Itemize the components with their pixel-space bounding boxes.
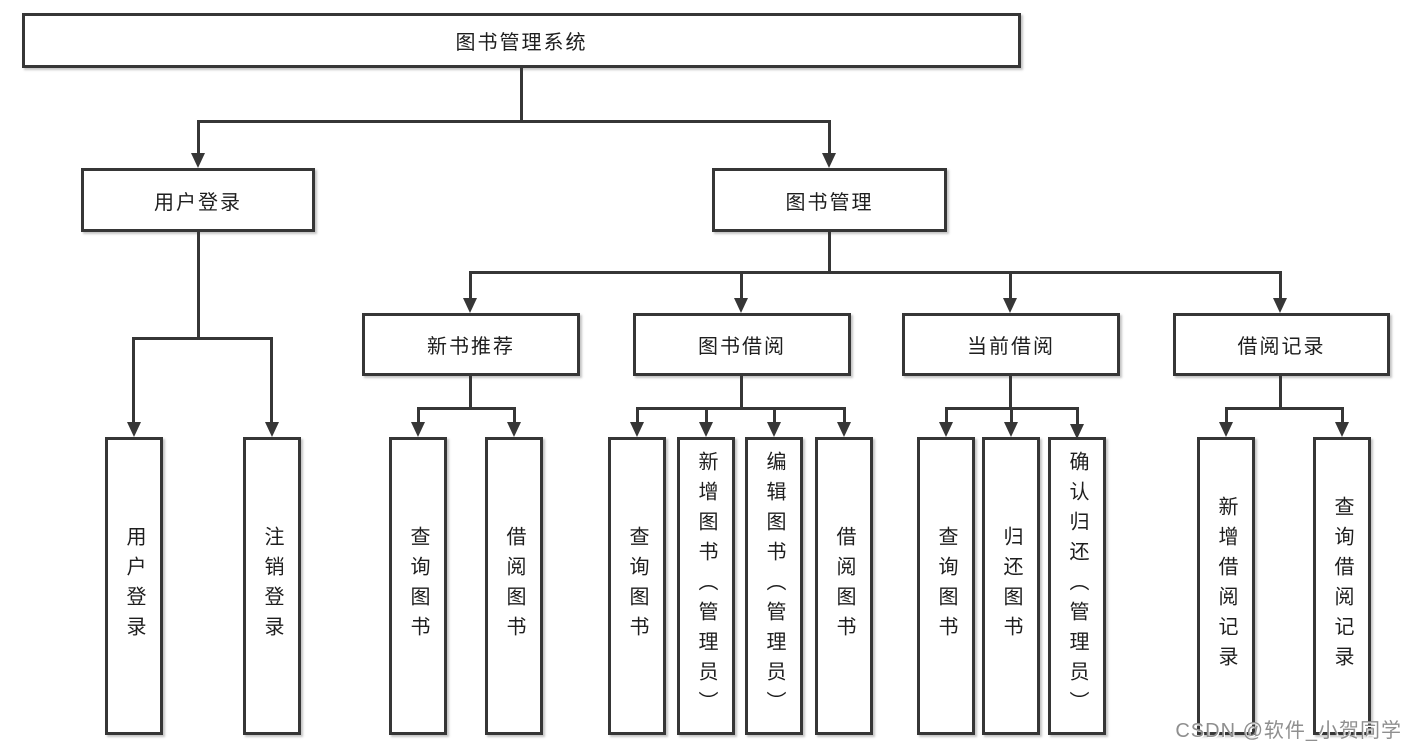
arrowhead-down-icon [1004, 422, 1018, 437]
edge-stem-leaf [945, 407, 948, 425]
leaf-recommend-borrow-book-label: 借阅图书 [503, 526, 525, 646]
arrowhead-down-icon [939, 422, 953, 437]
edge-new-book-rec-rail [417, 407, 516, 410]
edge-stem-book-borrow [740, 271, 743, 301]
leaf-user-login-label: 用户登录 [123, 526, 145, 646]
edge-root-stub [520, 68, 523, 120]
arrowhead-down-icon [463, 298, 477, 313]
leaf-record-add-label: 新增借阅记录 [1215, 496, 1237, 676]
edge-borrow-record-rail [1225, 407, 1344, 410]
leaf-borrow-edit-book-admin: 编辑图书（管理员） [745, 437, 803, 735]
arrowhead-down-icon [1219, 422, 1233, 437]
edge-stem-leaf [1010, 407, 1013, 425]
edge-book-borrow-rail [636, 407, 846, 410]
arrowhead-down-icon [1003, 298, 1017, 313]
edge-stem-leaf [1076, 407, 1079, 425]
arrowhead-down-icon [837, 422, 851, 437]
edge-stem-leaf [773, 407, 776, 425]
node-root: 图书管理系统 [22, 13, 1021, 68]
leaf-recommend-query-book-label: 查询图书 [407, 526, 429, 646]
edge-level3-rail [469, 271, 1282, 274]
edge-stem-current-borrow [1009, 271, 1012, 301]
node-new-book-recommend: 新书推荐 [362, 313, 580, 376]
arrowhead-down-icon [265, 422, 279, 437]
edge-stem-user-login [197, 120, 200, 158]
leaf-logout-label: 注销登录 [261, 526, 283, 646]
edge-stem-leaf [843, 407, 846, 425]
leaf-current-confirm-return-admin-label: 确认归还（管理员） [1066, 451, 1088, 721]
edge-user-login-stub [197, 232, 200, 337]
node-book-management: 图书管理 [712, 168, 947, 232]
leaf-borrow-edit-book-admin-label: 编辑图书（管理员） [763, 451, 785, 721]
edge-stem-leaf [705, 407, 708, 425]
leaf-borrow-add-book-admin: 新增图书（管理员） [677, 437, 735, 735]
edge-stem-leaf [417, 407, 420, 425]
leaf-borrow-add-book-admin-label: 新增图书（管理员） [695, 451, 717, 721]
arrowhead-down-icon [127, 422, 141, 437]
edge-stem-borrow-record [1279, 271, 1282, 301]
csdn-watermark: CSDN @软件_小贺同学 [1175, 720, 1402, 742]
leaf-borrow-query-book-label: 查询图书 [626, 526, 648, 646]
leaf-current-confirm-return-admin: 确认归还（管理员） [1048, 437, 1106, 735]
edge-new-book-rec-stub [469, 376, 472, 407]
edge-book-borrow-stub [740, 376, 743, 407]
leaf-current-return-book: 归还图书 [982, 437, 1040, 735]
leaf-current-query-book-label: 查询图书 [935, 526, 957, 646]
leaf-current-query-book: 查询图书 [917, 437, 975, 735]
arrowhead-down-icon [699, 422, 713, 437]
arrowhead-down-icon [507, 422, 521, 437]
edge-user-login-rail [132, 337, 273, 340]
edge-level2-rail [197, 120, 831, 123]
node-book-borrow: 图书借阅 [633, 313, 851, 376]
edge-stem-leaf [1225, 407, 1228, 425]
leaf-user-login: 用户登录 [105, 437, 163, 735]
leaf-current-return-book-label: 归还图书 [1000, 526, 1022, 646]
edge-stem-new-book-rec [469, 271, 472, 301]
edge-stem-leaf [636, 407, 639, 425]
arrowhead-down-icon [191, 153, 205, 168]
edge-current-borrow-stub [1009, 376, 1012, 407]
arrowhead-down-icon [630, 422, 644, 437]
edge-stem-leaf [1341, 407, 1344, 425]
node-current-borrow: 当前借阅 [902, 313, 1120, 376]
leaf-recommend-query-book: 查询图书 [389, 437, 447, 735]
edge-book-mgmt-stub [828, 232, 831, 271]
node-borrow-record: 借阅记录 [1173, 313, 1390, 376]
leaf-borrow-query-book: 查询图书 [608, 437, 666, 735]
arrowhead-down-icon [1070, 424, 1084, 439]
leaf-record-add: 新增借阅记录 [1197, 437, 1255, 735]
arrowhead-down-icon [1335, 422, 1349, 437]
edge-borrow-record-stub [1279, 376, 1282, 407]
leaf-recommend-borrow-book: 借阅图书 [485, 437, 543, 735]
edge-stem-leaf-logout [270, 337, 273, 425]
leaf-record-query-label: 查询借阅记录 [1331, 496, 1353, 676]
edge-stem-book-mgmt [828, 120, 831, 158]
arrowhead-down-icon [411, 422, 425, 437]
node-user-login: 用户登录 [81, 168, 315, 232]
arrowhead-down-icon [822, 153, 836, 168]
arrowhead-down-icon [767, 422, 781, 437]
leaf-logout: 注销登录 [243, 437, 301, 735]
leaf-record-query: 查询借阅记录 [1313, 437, 1371, 735]
leaf-borrow-borrow-book: 借阅图书 [815, 437, 873, 735]
edge-stem-leaf [513, 407, 516, 425]
arrowhead-down-icon [1273, 298, 1287, 313]
edge-stem-leaf-user-login [132, 337, 135, 425]
arrowhead-down-icon [734, 298, 748, 313]
leaf-borrow-borrow-book-label: 借阅图书 [833, 526, 855, 646]
